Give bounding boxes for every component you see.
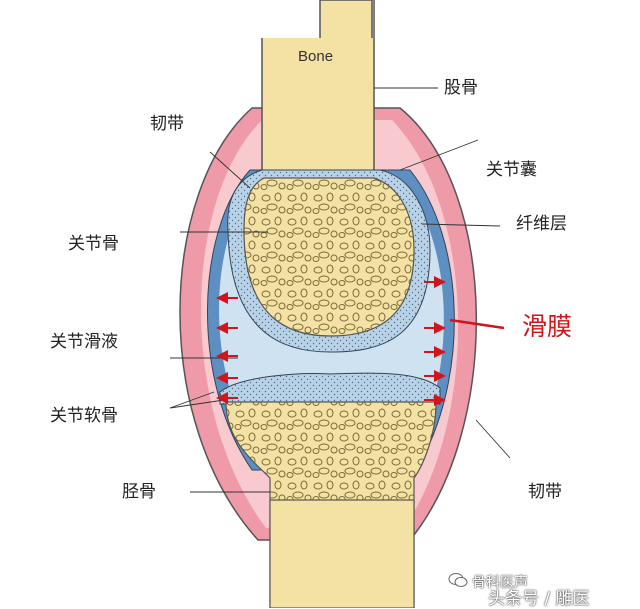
bone-label: Bone: [298, 48, 334, 65]
femur-shaft-body: [262, 38, 374, 178]
wechat-icon: [448, 573, 468, 587]
synovial-fluid-label: 关节滑液: [50, 332, 118, 352]
articular-bone-label: 关节骨: [68, 234, 119, 254]
ligament-upper-label: 韧带: [150, 114, 184, 134]
joint-capsule-label: 关节囊: [486, 160, 537, 180]
articular-cartilage-label: 关节软骨: [50, 406, 118, 426]
femur-condyle: [243, 177, 415, 337]
tibia-shaft: [269, 499, 415, 608]
synovial-fluid-arrows: [216, 276, 446, 406]
femur-shaft: [262, 0, 373, 41]
synovium-label: 滑膜: [522, 312, 573, 341]
leader-lines: [169, 87, 511, 493]
ligament-lower-label: 韧带: [528, 482, 562, 502]
femur-label: 股骨: [444, 78, 478, 98]
watermark-line1: 骨科医声: [472, 575, 528, 591]
fibrous-layer-label: 纤维层: [516, 214, 567, 234]
tibia-label: 胫骨: [122, 482, 156, 502]
watermark-line2: 头条号 / 雕医: [488, 589, 590, 609]
tibia-cartilage: [219, 372, 441, 405]
synovium-pointer: [449, 318, 505, 330]
